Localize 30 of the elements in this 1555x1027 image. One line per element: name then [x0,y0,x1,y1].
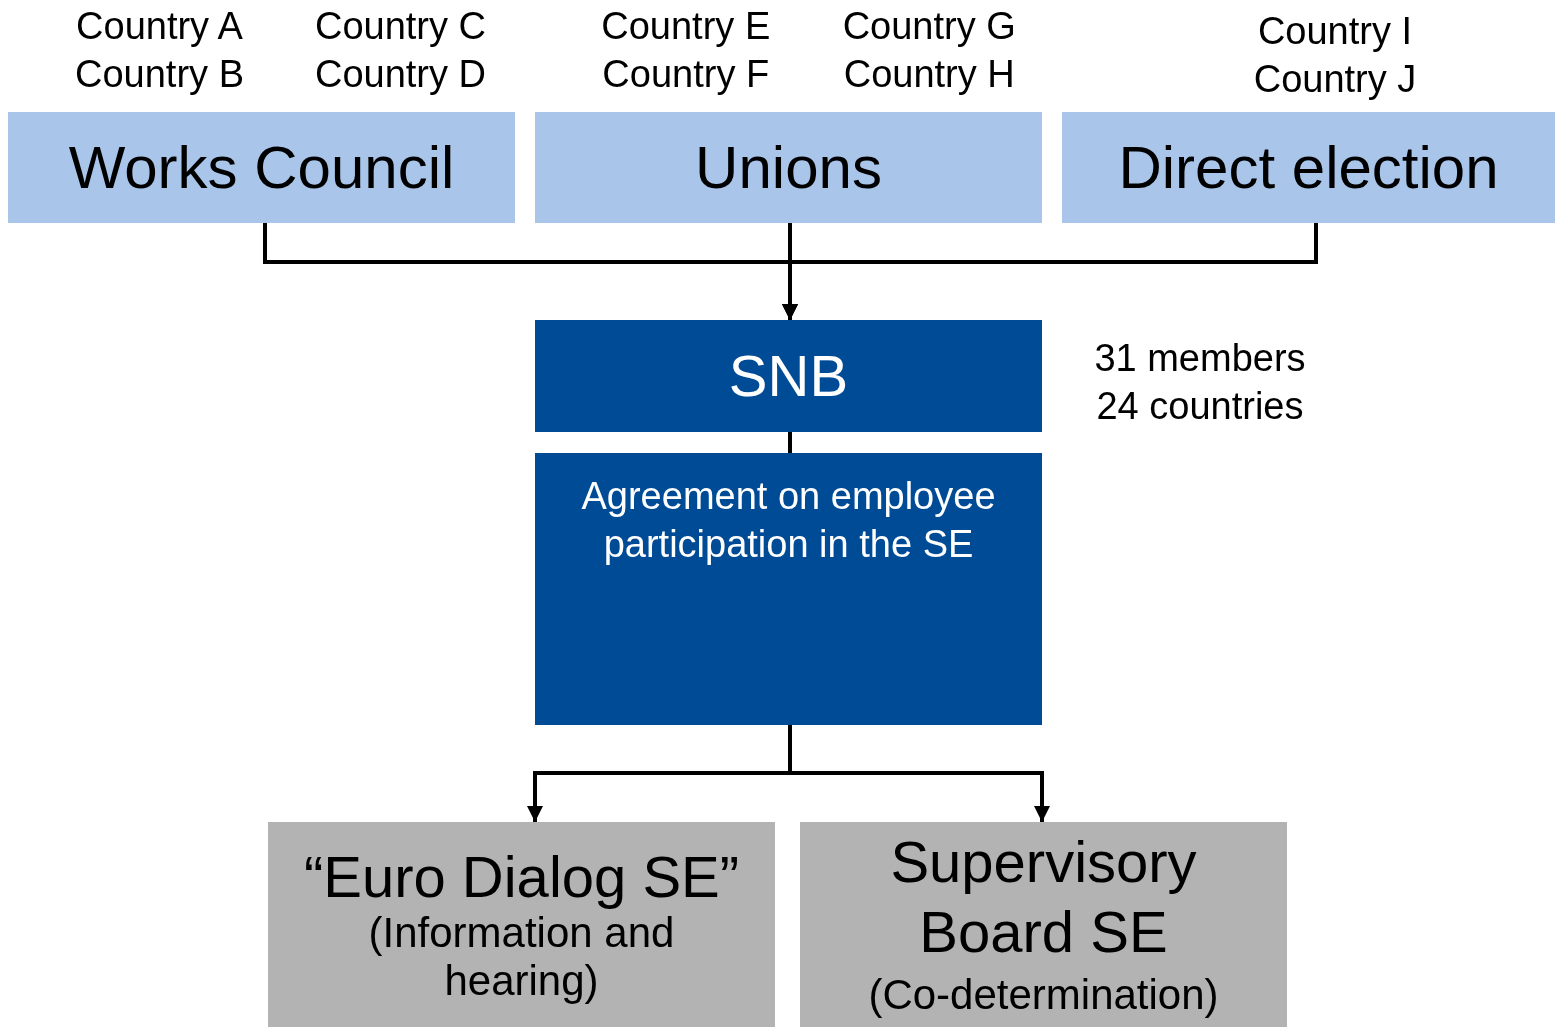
note-text: 24 countries [1095,384,1305,429]
country-label: Country H [842,52,1016,97]
note-text: 31 members [1093,336,1307,381]
box-title: Direct election [1118,133,1499,203]
country-label: Country A [75,4,244,49]
box-subtitle: (Co-determination) [868,969,1219,1020]
country-label: Country D [313,52,488,97]
box-title: SNB [728,341,849,410]
outcome-box [268,822,775,1027]
country-label: Country G [841,4,1017,49]
box-title: Supervisory Board SE [889,827,1198,966]
box-title: Works Council [68,133,455,203]
country-label: Country I [1256,9,1414,54]
country-label: Country B [74,52,245,97]
country-label: Country J [1252,57,1418,102]
box-subtitle: (Information and hearing) [367,908,676,1005]
box-title: Unions [695,133,882,203]
process-box [535,320,1042,432]
box-title: “Euro Dialog SE” [303,844,740,909]
country-label: Country C [313,4,488,49]
arrow [788,725,1050,822]
group-box [535,112,1042,223]
country-label: Country E [600,4,772,49]
process-box [535,453,1042,725]
outcome-box [800,822,1287,1027]
country-label: Country F [601,52,771,97]
connector-line [788,432,792,453]
group-box [8,112,515,223]
box-title: Agreement on employee participation in the SE [580,474,997,567]
group-box [1062,112,1555,223]
